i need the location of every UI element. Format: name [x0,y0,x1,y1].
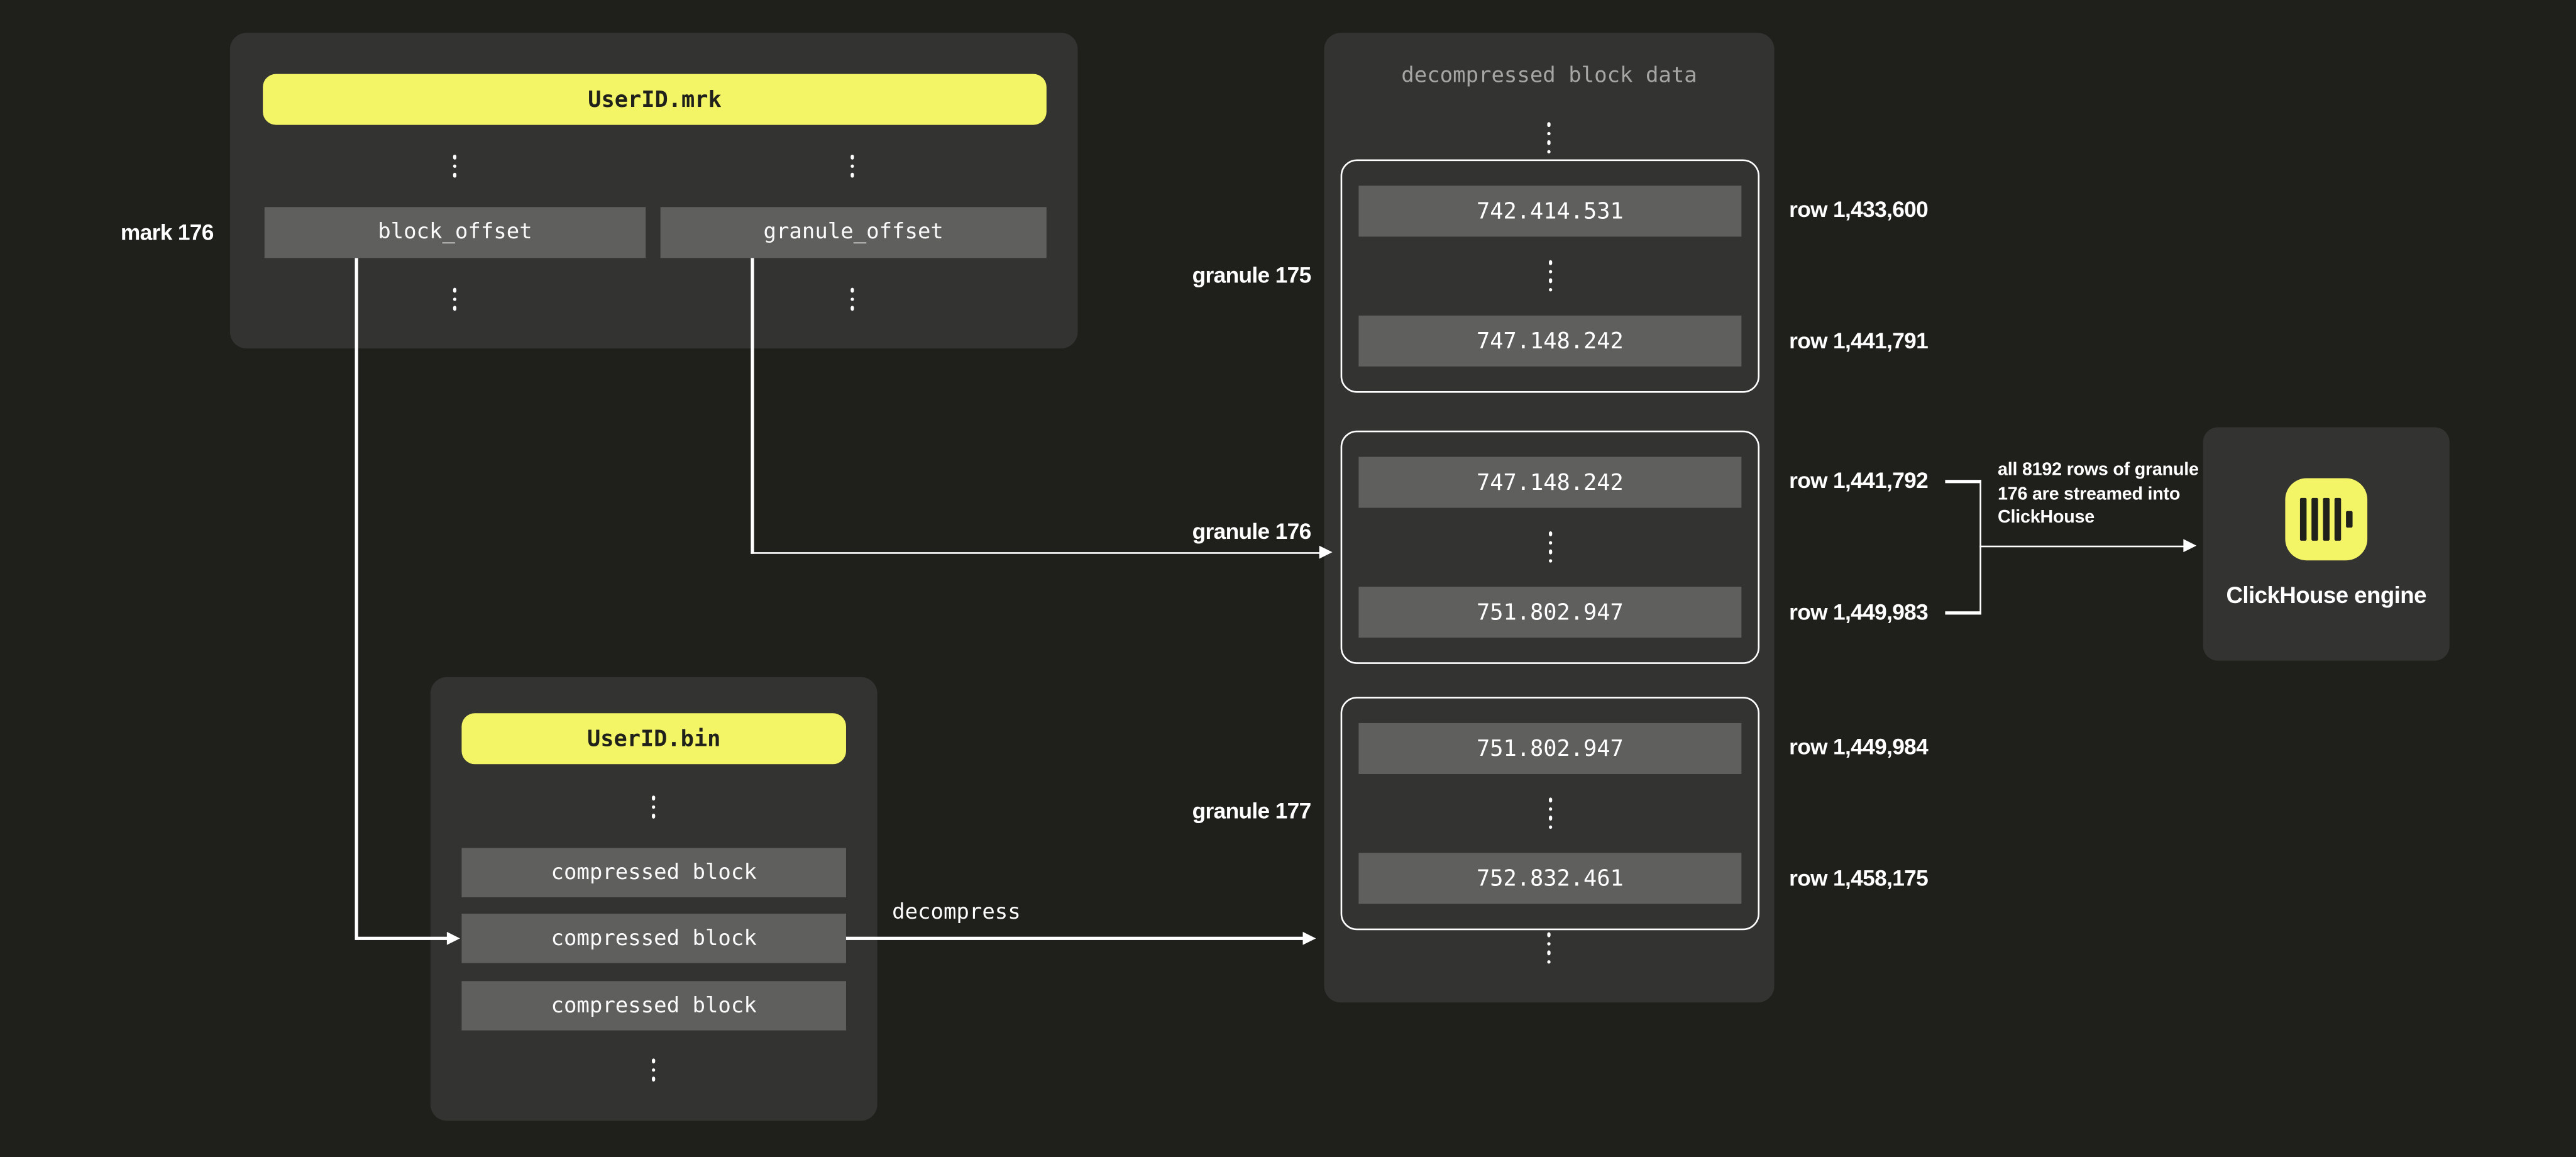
granule-offset-connector-horizontal [751,551,1322,554]
mrk-file-header: UserID.mrk [263,74,1047,125]
granule-175-box: 742.414.531 747.148.242 [1340,159,1760,393]
granule-offset-connector-vertical [751,258,754,553]
ellipsis-mrk-col2-bottom [850,287,855,311]
granule-175-first-value-row: 742.414.531 [1358,185,1742,237]
ellipsis-granule-175 [1548,260,1552,292]
arrowhead-into-decompressed-panel [1302,931,1316,944]
clickhouse-logo-icon [2285,478,2368,561]
ellipsis-dec-bottom [1547,932,1551,965]
row-label-1458175: row 1,458,175 [1789,866,1929,891]
row-label-1449983: row 1,449,983 [1789,599,1929,625]
granule-177-last-value: 752.832.461 [1477,865,1624,892]
granule-176-last-value-row: 751.802.947 [1358,587,1742,638]
compressed-block-1-label: compressed block [551,860,757,885]
granule-177-box: 751.802.947 752.832.461 [1340,697,1760,931]
ellipsis-granule-176 [1548,531,1552,563]
row-label-1441792: row 1,441,792 [1789,468,1929,494]
compressed-block-1: compressed block [461,848,846,897]
decompressed-panel-title: decompressed block data [1401,64,1697,89]
ellipsis-mrk-col1-bottom [453,287,458,311]
ellipsis-mrk-col2-top [850,154,855,177]
granule-175-first-value: 742.414.531 [1477,197,1624,224]
decompress-label: decompress [892,900,1021,926]
stream-arrow-line [1979,545,2185,548]
compressed-block-3-label: compressed block [551,993,757,1019]
bin-file-name: UserID.bin [586,725,721,752]
compressed-block-3: compressed block [461,981,846,1031]
granule-177-label: granule 177 [1192,799,1312,824]
ellipsis-granule-177 [1548,797,1552,830]
row-label-1449984: row 1,449,984 [1789,734,1929,760]
arrowhead-into-granule-176 [1319,545,1333,558]
granule-177-first-value: 751.802.947 [1477,735,1624,762]
compressed-block-2-label: compressed block [551,926,757,951]
granule-176-box: 747.148.242 751.802.947 [1340,430,1760,664]
granule-177-first-value-row: 751.802.947 [1358,722,1742,774]
granule-175-last-value-row: 747.148.242 [1358,315,1742,367]
decompress-arrow-line [845,937,1305,940]
bracket-bottom-stub [1945,612,1981,614]
granule-177-last-value-row: 752.832.461 [1358,853,1742,904]
ellipsis-dec-top [1547,122,1551,154]
ellipsis-bin-bottom [652,1058,656,1082]
granule-175-label: granule 175 [1192,263,1312,288]
stream-annotation-line2: 176 are streamed into [1998,484,2181,504]
granule-offset-label: granule_offset [763,220,944,245]
stream-annotation: all 8192 rows of granule 176 are streame… [1998,458,2199,530]
granule-offset-field: granule_offset [660,207,1047,258]
compressed-block-2: compressed block [461,914,846,963]
granule-176-label: granule 176 [1192,519,1312,545]
clickhouse-engine-label: ClickHouse engine [2226,582,2426,609]
arrowhead-into-compressed-block [446,931,460,944]
arrowhead-into-engine [2183,538,2197,552]
ellipsis-bin-top [652,795,656,819]
row-label-1441791: row 1,441,791 [1789,328,1929,353]
block-offset-connector-vertical [355,258,358,939]
mark-176-label: mark 176 [120,220,214,245]
row-label-1433600: row 1,433,600 [1789,197,1929,222]
bin-file-panel: UserID.bin compressed block compressed b… [430,677,878,1121]
mrk-file-panel: UserID.mrk block_offset granule_offset [229,33,1078,349]
granule-175-last-value: 747.148.242 [1477,328,1624,355]
bin-file-header: UserID.bin [461,713,846,765]
bracket-top-stub [1945,480,1981,483]
stream-annotation-line3: ClickHouse [1998,507,2095,528]
granule-176-last-value: 751.802.947 [1477,599,1624,626]
block-offset-field: block_offset [264,207,646,258]
granule-176-first-value: 747.148.242 [1477,469,1624,495]
granule-176-first-value-row: 747.148.242 [1358,457,1742,508]
stream-annotation-line1: all 8192 rows of granule [1998,460,2199,480]
mrk-file-name: UserID.mrk [588,86,722,113]
block-offset-label: block_offset [378,220,532,245]
ellipsis-mrk-col1-top [453,154,458,177]
block-offset-connector-horizontal [355,937,449,940]
